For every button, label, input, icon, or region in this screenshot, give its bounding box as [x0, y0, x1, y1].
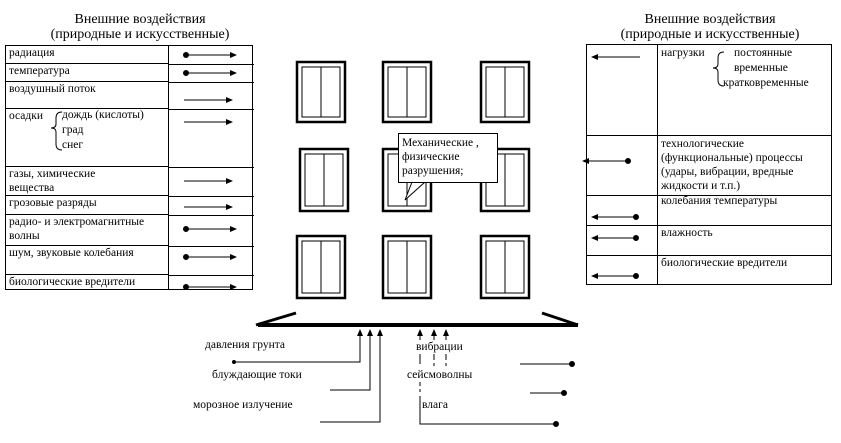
- right-row-line: [587, 225, 831, 226]
- window: [479, 234, 531, 300]
- left-row-radio-waves: радио- и электромагнитные волны: [6, 215, 168, 246]
- arrow-bio: [183, 284, 237, 290]
- arrow-bio-right: [591, 273, 639, 279]
- left-col-line: [168, 215, 254, 216]
- arrow-temperature: [183, 70, 237, 76]
- ground-label-stray-currents: блуждающие токи: [212, 369, 302, 381]
- window: [381, 234, 433, 300]
- ground-arrows: [232, 329, 575, 427]
- left-col-line: [168, 64, 254, 65]
- left-col-line: [168, 82, 254, 83]
- left-row-precipitation: осадки: [6, 109, 168, 167]
- left-row-gases: газы, химические вещества: [6, 167, 168, 196]
- right-panel-table: [586, 44, 832, 285]
- left-panel-table: радиация температура воздушный поток оса…: [5, 45, 254, 290]
- loads-brace: [712, 51, 725, 87]
- window: [295, 60, 347, 124]
- arrow-radiation: [183, 52, 237, 58]
- right-row-temp-fluctuation: колебания температуры: [661, 195, 778, 207]
- foundation: [255, 311, 579, 327]
- loads-item-short-term: кратковременные: [723, 77, 809, 89]
- left-title-line1: Внешние воздействия: [74, 12, 206, 27]
- precip-item-hail: град: [62, 124, 84, 136]
- loads-item-temporary: временные: [734, 62, 788, 74]
- left-panel-title: Внешние воздействия (природные и искусст…: [30, 12, 250, 42]
- right-row-bio-pests: биологические вредители: [661, 257, 788, 269]
- arrow-frost: [320, 329, 383, 423]
- ground-label-vibration: вибрации: [416, 340, 463, 354]
- arrow-radio: [183, 226, 237, 232]
- window: [381, 60, 433, 124]
- left-col-line: [168, 109, 254, 110]
- ground-label-moisture: влага: [422, 398, 448, 412]
- left-row-airflow: воздушный поток: [6, 82, 168, 109]
- right-row-technological: технологические (функциональные) процесс…: [661, 138, 803, 192]
- left-row-temperature: температура: [6, 64, 168, 82]
- right-row-line: [587, 195, 831, 196]
- ground-label-seismic: сейсмоволны: [407, 368, 473, 382]
- loads-item-permanent: постоянные: [734, 47, 793, 59]
- window: [295, 234, 347, 300]
- left-title-line2: (природные и искусственные): [50, 27, 230, 42]
- left-row-radiation: радиация: [6, 46, 168, 64]
- right-panel-title: Внешние воздействия (природные и искусст…: [600, 12, 820, 42]
- left-col-line: [168, 275, 254, 276]
- left-col-line: [168, 246, 254, 247]
- left-row-bio-pests: биологические вредители: [9, 276, 136, 288]
- precipitation-label: осадки: [9, 110, 43, 122]
- precipitation-brace: [50, 111, 63, 151]
- arrow-stray-currents: [330, 329, 373, 391]
- callout-pointer: [404, 181, 426, 201]
- arrow-soil-pressure: [232, 329, 363, 364]
- arrow-technological: [582, 158, 631, 164]
- right-row-line: [587, 255, 831, 256]
- loads-label: нагрузки: [661, 47, 705, 59]
- right-panel-divider: [657, 45, 658, 284]
- ground-label-frost: морозное излучение: [193, 399, 293, 411]
- precip-item-rain: дождь (кислоты): [62, 109, 144, 121]
- ground-label-soil-pressure: давления грунта: [205, 338, 286, 352]
- left-col-line: [168, 167, 254, 168]
- arrow-noise: [183, 254, 237, 260]
- left-row-lightning: грозовые разряды: [6, 196, 168, 215]
- right-title-line1: Внешние воздействия: [644, 12, 776, 27]
- right-row-humidity: влажность: [661, 227, 713, 239]
- window: [298, 147, 350, 213]
- arrow-temp-fluct: [591, 214, 639, 220]
- window: [479, 60, 531, 124]
- left-col-line: [168, 196, 254, 197]
- callout-mechanical-damage: Механические , физические разрушения;: [398, 133, 498, 183]
- right-arrows: [582, 54, 640, 279]
- precip-item-snow: снег: [62, 139, 84, 151]
- right-title-line2: (природные и искусственные): [620, 27, 800, 42]
- left-row-noise: шум, звуковые колебания: [6, 246, 168, 275]
- left-arrows: [183, 52, 237, 290]
- arrow-humidity: [591, 235, 639, 241]
- right-row-line: [587, 135, 831, 136]
